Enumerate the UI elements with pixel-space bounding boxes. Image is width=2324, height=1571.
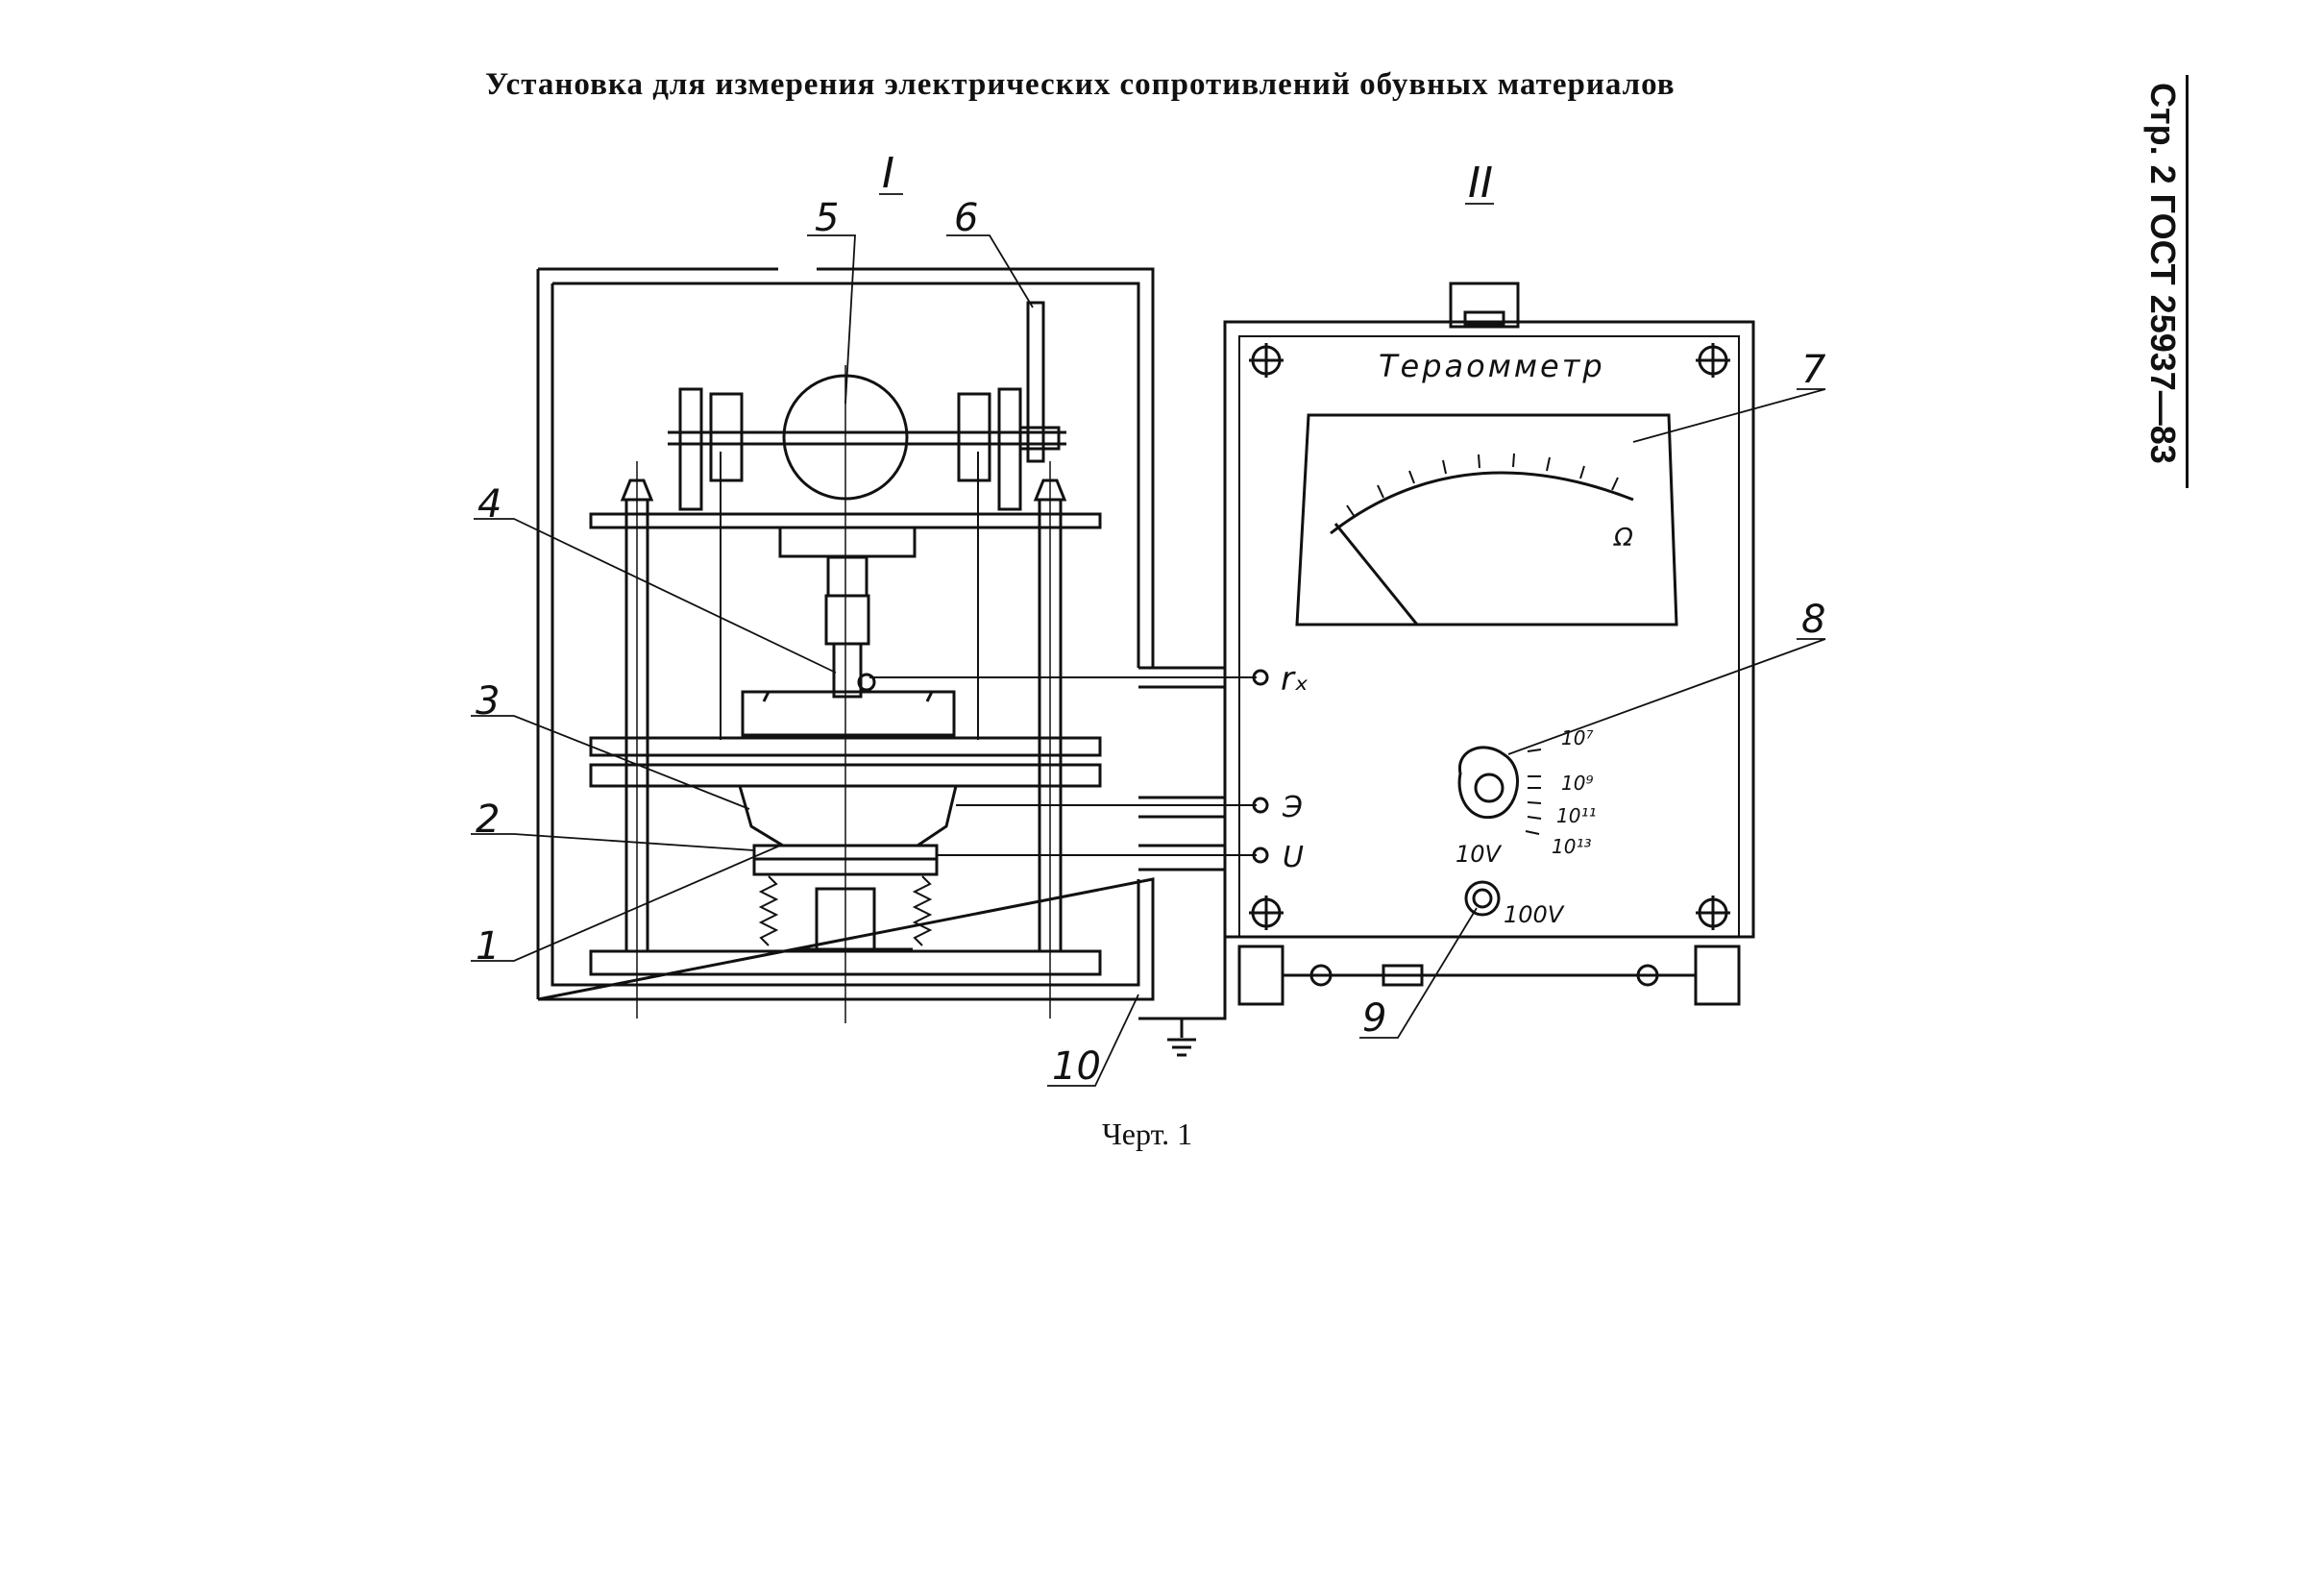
section-2-label: II (1468, 159, 1493, 208)
callout-5: 5 (815, 196, 839, 240)
meter-ticks (1346, 453, 1619, 518)
meter-unit: Ω (1613, 524, 1633, 552)
meter-scale (1330, 471, 1634, 535)
range-label-1: 10⁷ (1561, 726, 1593, 749)
specimen-holder (738, 784, 958, 847)
callout-3: 3 (476, 679, 500, 724)
callout-4: 4 (477, 482, 501, 527)
callout-8: 8 (1801, 598, 1825, 642)
motor-assembly (668, 301, 1066, 1023)
voltage-label-10v: 10V (1456, 841, 1503, 868)
figure-caption: Черт. 1 (1102, 1117, 1193, 1151)
electrode-stem (778, 526, 917, 699)
meter-window (1295, 413, 1678, 626)
meter-name: Тераомметр (1379, 348, 1605, 384)
voltage-switch (1464, 880, 1501, 917)
leader-lines (471, 193, 1826, 1087)
callout-10: 10 (1052, 1044, 1101, 1089)
terminal-e: Э (1282, 791, 1303, 824)
section-1-label: I (882, 149, 894, 198)
teraohmmeter-case (1223, 282, 1755, 1006)
callout-6: 6 (954, 196, 978, 240)
callout-1: 1 (476, 924, 500, 969)
meter-needle (1333, 523, 1419, 626)
electrode-carriage (741, 690, 956, 737)
lifting-cylinder (815, 887, 876, 953)
page-title: Установка для измерения электрических со… (485, 67, 1676, 102)
range-label-4: 10¹³ (1552, 835, 1591, 858)
support-columns (620, 461, 1067, 1019)
range-switch (1457, 746, 1519, 820)
callout-2: 2 (476, 798, 500, 842)
range-label-2: 10⁹ (1561, 772, 1593, 795)
callout-7: 7 (1801, 348, 1826, 392)
range-marks (1525, 749, 1542, 835)
voltage-label-100v: 100V (1504, 901, 1565, 928)
side-rule (2186, 75, 2189, 488)
range-label-3: 10¹¹ (1556, 804, 1596, 827)
terminal-u: U (1283, 841, 1304, 874)
electrode-1 (752, 857, 939, 876)
callout-9: 9 (1362, 996, 1386, 1041)
terminal-rx: rₓ (1281, 660, 1309, 699)
